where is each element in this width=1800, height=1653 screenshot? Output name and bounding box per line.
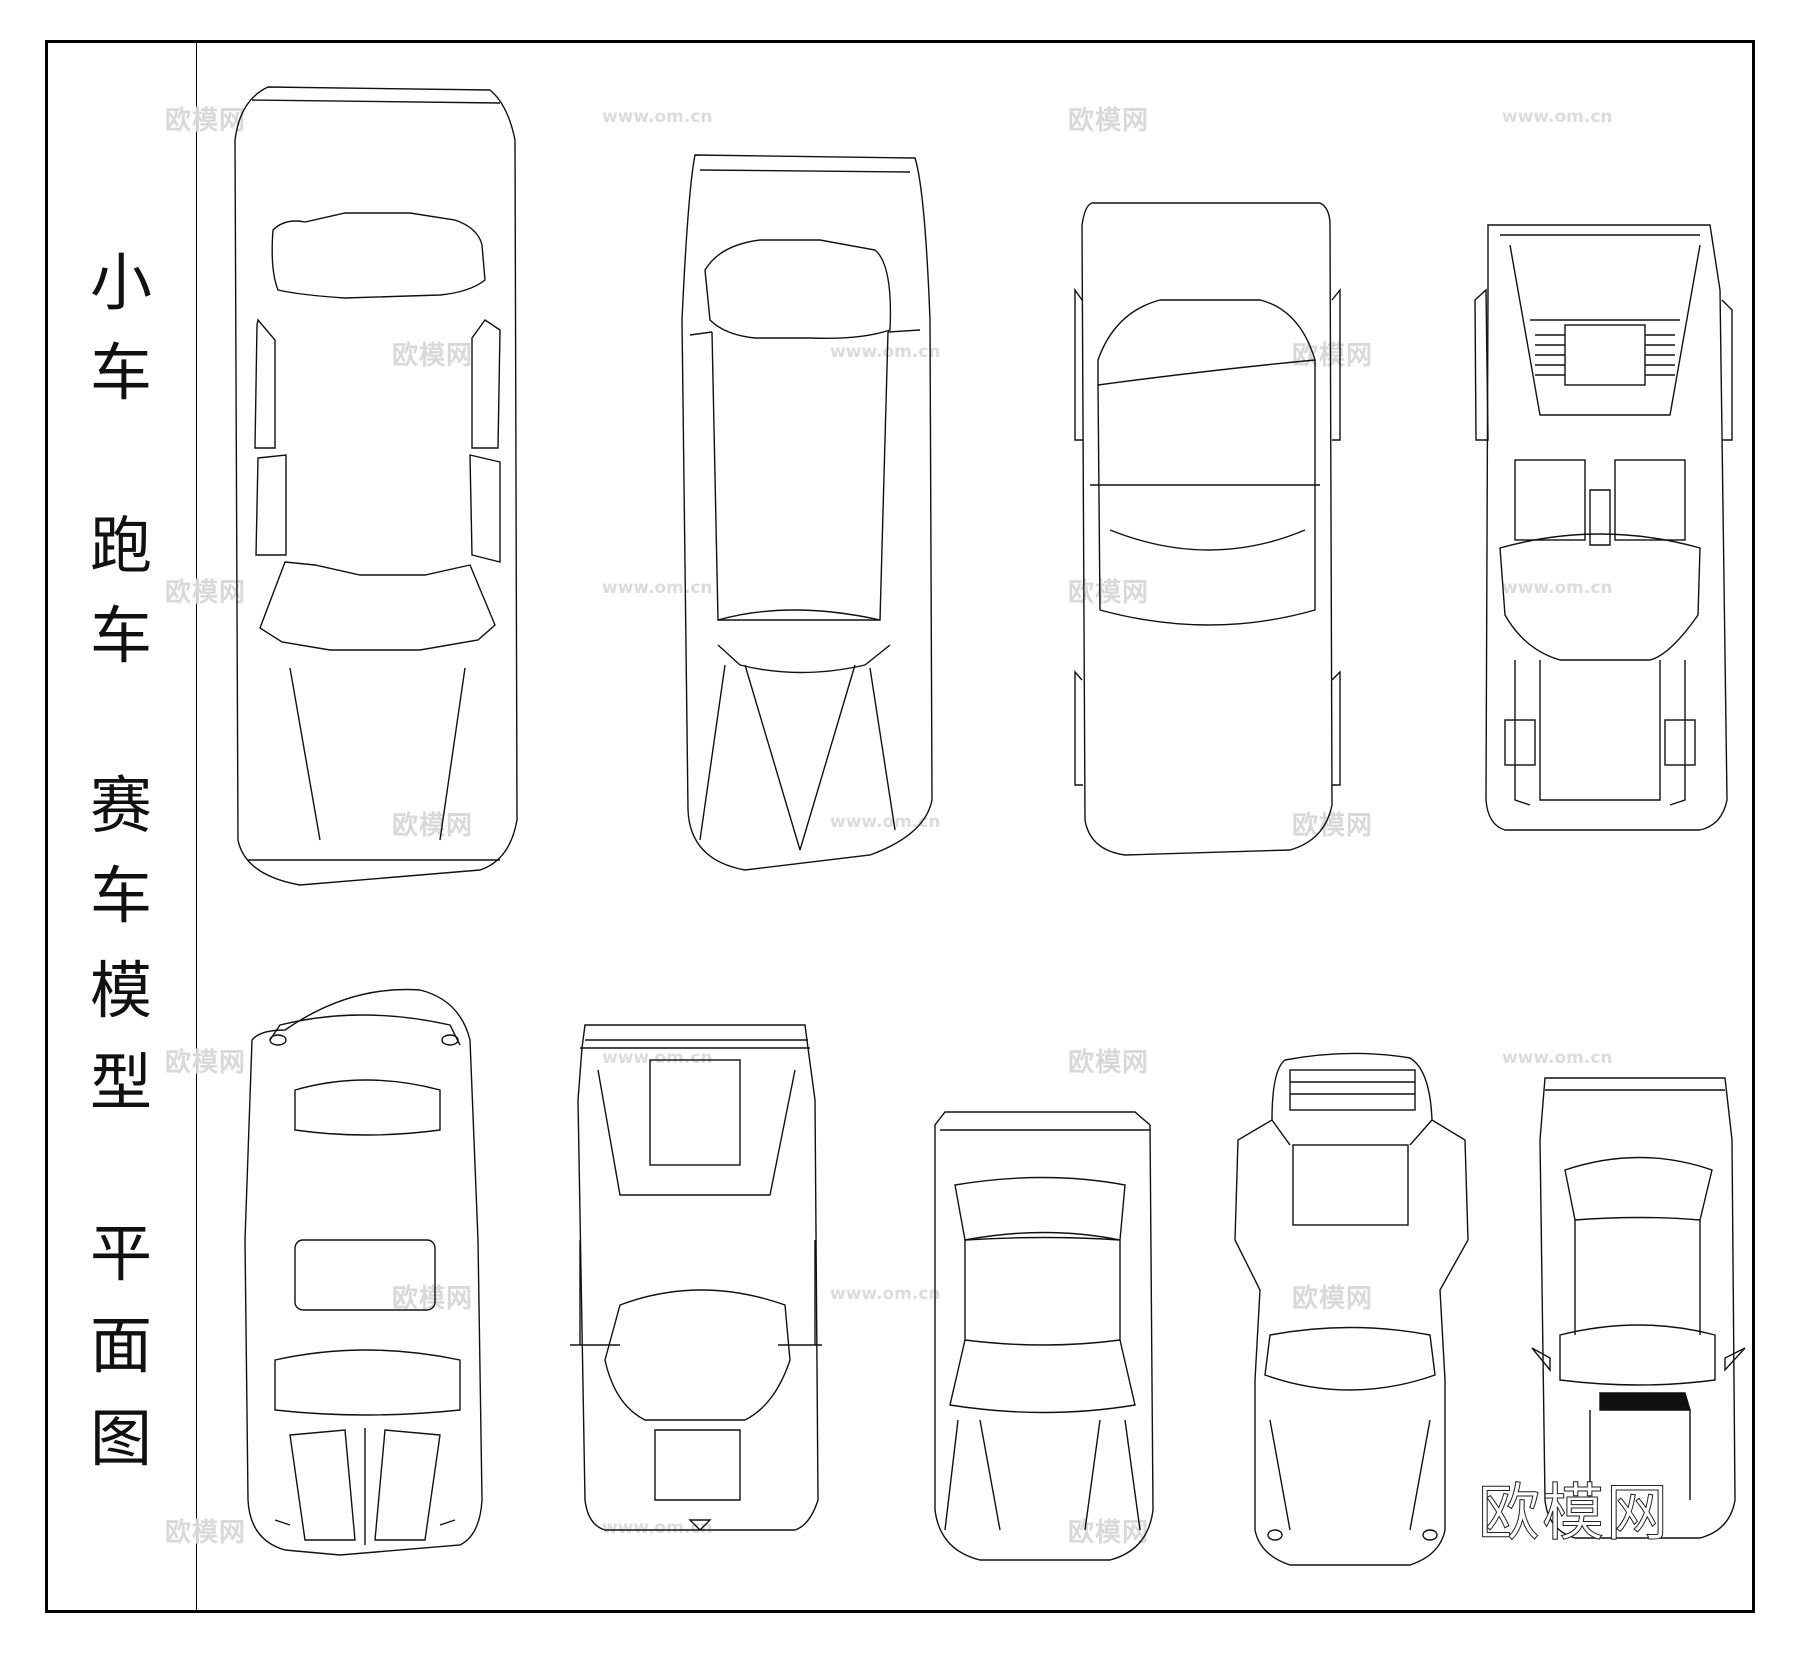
wedge-sportscar-top-view [1531,1077,1746,1539]
watermark-brand: 欧模网 [1068,106,1150,136]
title-char: 车 [89,336,152,409]
title-char: 图 [89,1402,152,1475]
watermark-url: www.om.cn [602,107,713,127]
watermark-brand: 欧模网 [392,341,474,371]
title-char: 车 [89,599,152,672]
watermark-url: www.om.cn [602,1048,713,1068]
watermark-brand: 欧模网 [165,578,247,608]
watermark-brand: 欧模网 [165,1518,247,1548]
title-char: 型 [89,1046,152,1119]
watermark-url: www.om.cn [830,1284,941,1304]
title-char: 跑 [89,509,152,582]
classic-coupe-top-view [1074,202,1341,856]
title-char: 赛 [89,769,152,842]
title-char: 平 [89,1217,152,1290]
watermark-brand: 欧模网 [1292,341,1374,371]
roadster-top-view [244,988,483,1556]
brand-logo: 欧模网 [1477,1476,1671,1550]
watermark-url: www.om.cn [1502,107,1613,127]
rally-sportscar-top-view [1234,1052,1469,1566]
watermark-url: www.om.cn [1502,1048,1613,1068]
watermark-brand: 欧模网 [1292,1284,1374,1314]
title-char: 小 [89,246,152,319]
sedan-top-view [234,86,518,886]
sport-coupe-top-view [681,154,933,871]
watermark-url: www.om.cn [830,812,941,832]
watermark-brand: 欧模网 [392,811,474,841]
watermark-brand: 欧模网 [165,1048,247,1078]
title-char: 车 [89,859,152,932]
watermark-url: www.om.cn [602,1518,713,1538]
title-char: 面 [89,1309,152,1382]
watermark-brand: 欧模网 [1068,1518,1150,1548]
title-char: 模 [89,954,152,1027]
supercar-louvered-top-view [1474,224,1733,831]
watermark-brand: 欧模网 [1068,1048,1150,1078]
compact-hatch-top-view [934,1111,1154,1561]
drawing-frame [45,40,1755,1613]
race-car-top-view [570,1024,822,1531]
watermark-brand: 欧模网 [165,106,247,136]
watermark-url: www.om.cn [1502,578,1613,598]
watermark-brand: 欧模网 [1068,578,1150,608]
title-column-divider [196,43,197,1610]
watermark-url: www.om.cn [830,342,941,362]
watermark-brand: 欧模网 [1292,811,1374,841]
